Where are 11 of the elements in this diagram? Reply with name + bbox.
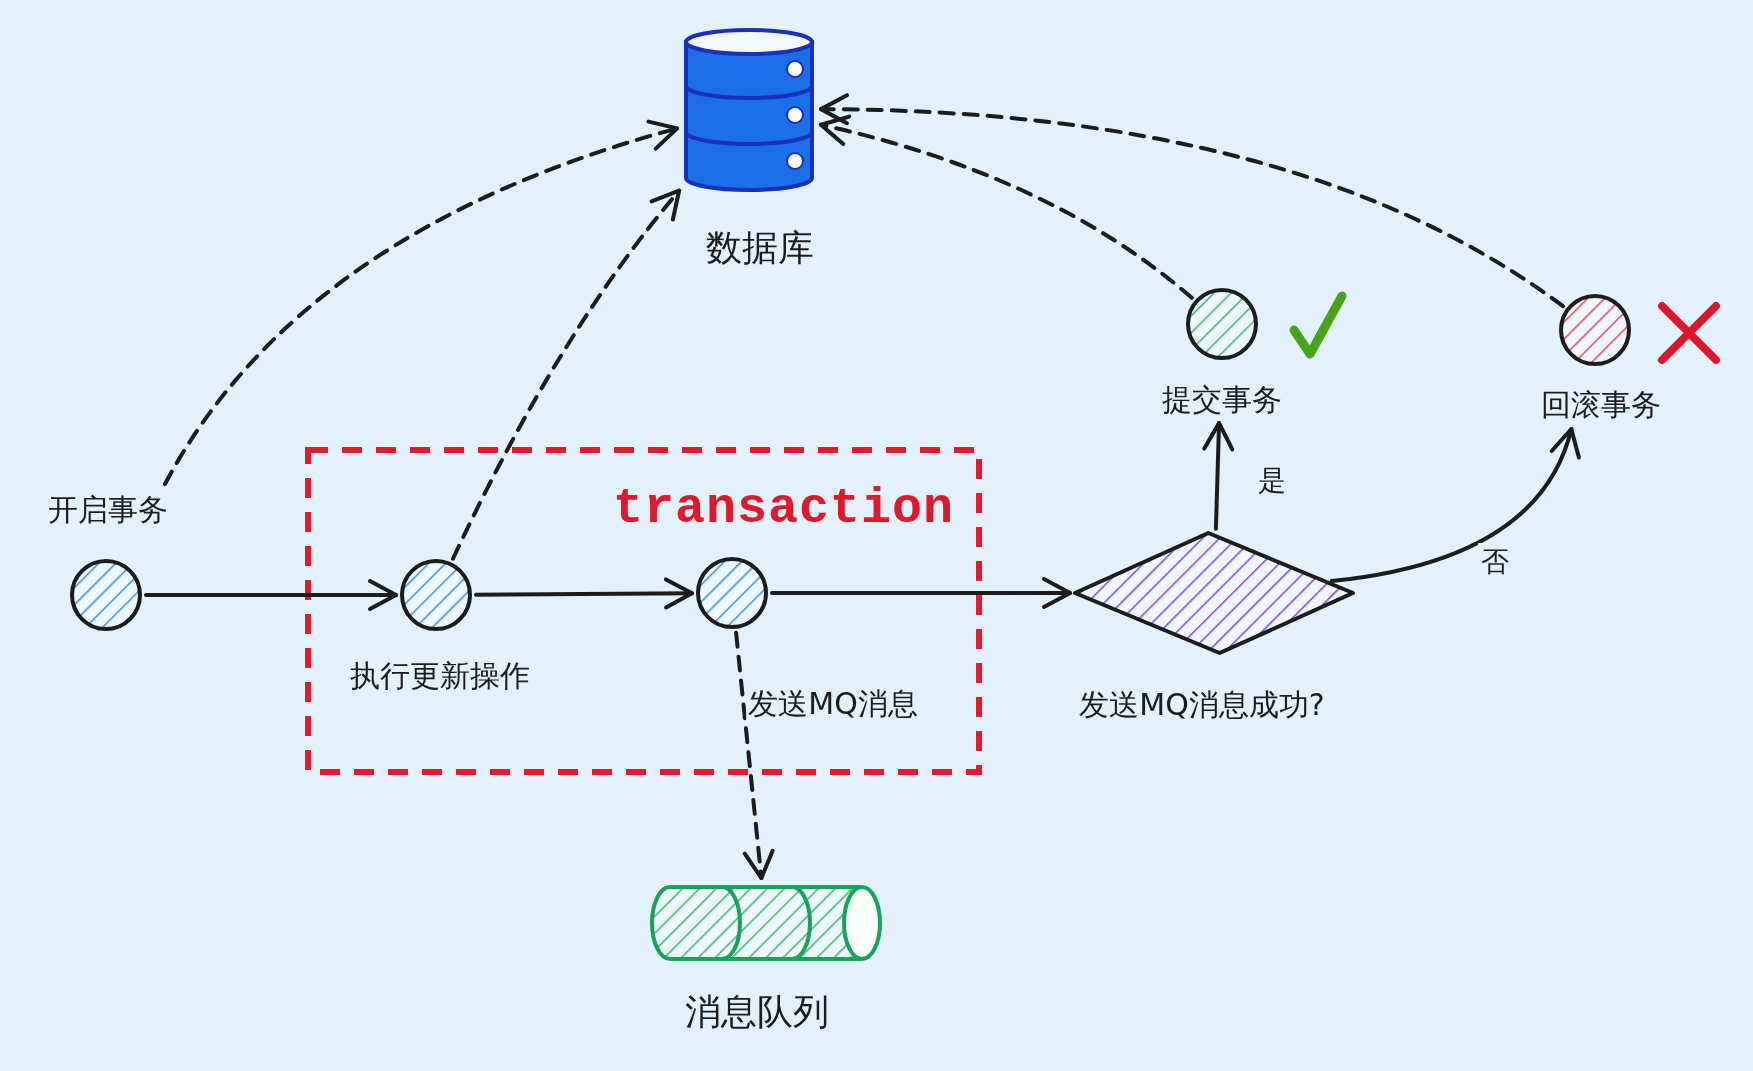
arrow xyxy=(734,630,775,881)
arrow xyxy=(818,115,1194,300)
arrow xyxy=(770,577,1072,609)
arrow xyxy=(1202,421,1235,531)
arrow xyxy=(450,188,682,561)
arrow xyxy=(474,577,694,610)
arrow xyxy=(1329,427,1580,584)
arrow xyxy=(163,120,680,486)
arrow xyxy=(144,579,398,611)
arrow xyxy=(819,93,1565,309)
boundary-title: transaction xyxy=(611,479,956,537)
